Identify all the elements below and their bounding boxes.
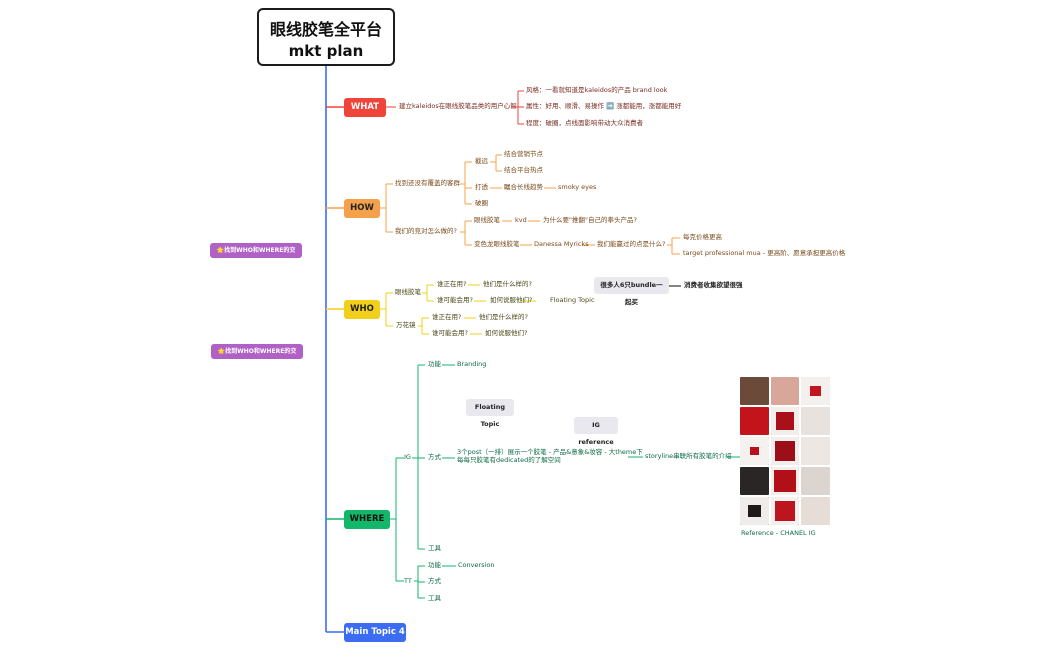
ref-photo: [740, 377, 769, 405]
ref-photo: [801, 497, 830, 525]
how-sub-platform[interactable]: 结合平台热点: [504, 166, 543, 174]
where-ig-storyline[interactable]: storyline串联所有胶笔的介绍: [645, 452, 732, 460]
how-r1-product[interactable]: 眼线胶笔: [474, 216, 500, 224]
ref-photo: [801, 437, 830, 465]
side-tag-1[interactable]: 🌟找到WHO和WHERE的交集: [210, 243, 302, 269]
who-product-1[interactable]: 眼线胶笔: [395, 288, 421, 296]
how-sub-marketing[interactable]: 结合营销节点: [504, 150, 543, 158]
how-item-jieyuan[interactable]: 截远: [475, 157, 488, 165]
how-branch-2[interactable]: 我们的竞对怎么做的?: [395, 227, 457, 235]
ref-photo: [770, 467, 800, 495]
ref-photo: [770, 407, 800, 435]
where-ig[interactable]: IG: [404, 453, 411, 461]
side-tag-2[interactable]: 🌟找到WHO和WHERE的交集: [211, 344, 303, 370]
where-tt-conversion[interactable]: Conversion: [458, 561, 495, 569]
how-item-poquan[interactable]: 破圈: [475, 199, 488, 207]
ref-photo: [801, 377, 830, 405]
where-tt-way[interactable]: 方式: [428, 577, 441, 585]
topic-who[interactable]: WHO: [344, 300, 380, 319]
where-ig-way-desc-2[interactable]: 每每只胶笔有dedicated的了解空间: [457, 456, 561, 464]
who-bundle-note[interactable]: 消费者收集欲望很强: [684, 281, 743, 289]
how-r2-brand[interactable]: Danessa Myricks: [534, 240, 589, 248]
chanel-ig-reference-gallery[interactable]: [740, 377, 830, 525]
ref-photo: [740, 467, 769, 495]
where-ig-tool[interactable]: 工具: [428, 544, 441, 552]
how-r2-sub-target[interactable]: target professional mua - 更高阶、愿意承担更高价格: [683, 249, 846, 257]
what-item-attribute[interactable]: 属性：好用、顺滑、易操作 ➡️ 涨都能用，涨都能用好: [526, 102, 682, 110]
who-p2-persuade[interactable]: 如何说服他们?: [485, 329, 528, 337]
where-ig-way[interactable]: 方式: [428, 453, 441, 461]
who-p2-current-user[interactable]: 谁正在用?: [432, 313, 462, 321]
where-ig-function[interactable]: 功能: [428, 360, 441, 368]
ref-photo: [801, 467, 830, 495]
what-item-style[interactable]: 风格：一看就知道是kaleidos的产品 brand look: [526, 86, 668, 94]
how-r1-kvd[interactable]: kvd: [515, 216, 527, 224]
topic-where[interactable]: WHERE: [344, 510, 390, 529]
ref-photo: [770, 377, 800, 405]
central-topic[interactable]: 眼线胶笔全平台 mkt plan: [257, 8, 395, 66]
central-topic-title: 眼线胶笔全平台: [269, 20, 382, 39]
who-p2-potential-user[interactable]: 谁可能会用?: [432, 329, 468, 337]
who-p1-current-desc[interactable]: 他们是什么样的?: [483, 280, 532, 288]
where-ig-branding[interactable]: Branding: [457, 360, 487, 368]
how-r2-product[interactable]: 变色龙眼线胶笔: [474, 240, 520, 248]
where-tt[interactable]: TT: [404, 577, 412, 585]
how-branch-1[interactable]: 找到还没有覆盖的客群: [395, 179, 460, 187]
who-product-2[interactable]: 万花镜: [396, 321, 416, 329]
floating-topic[interactable]: Floating Topic: [466, 399, 514, 428]
how-trend[interactable]: 瞩合长线趋势: [504, 183, 543, 191]
where-tt-tool[interactable]: 工具: [428, 594, 441, 602]
who-p1-current-user[interactable]: 谁正在用?: [437, 280, 467, 288]
how-r2-sub-price[interactable]: 每克价格更高: [683, 233, 722, 241]
how-item-datou[interactable]: 打透: [475, 183, 488, 191]
topic-what[interactable]: WHAT: [344, 98, 386, 117]
who-bundle-topic[interactable]: 很多人6只bundle一起买: [594, 277, 669, 306]
ref-photo: [770, 497, 800, 525]
ref-photo: [740, 407, 769, 435]
how-r1-question[interactable]: 为什么要"推翻"自己的拳头产品?: [543, 216, 637, 224]
central-topic-subtitle: mkt plan: [288, 42, 364, 60]
reference-caption: Reference - CHANEL IG: [741, 529, 816, 537]
what-main[interactable]: 建立kaleidos在眼线胶笔品类的用户心智: [399, 102, 517, 110]
ref-photo: [740, 497, 769, 525]
what-item-degree[interactable]: 程度：破圈，点线面影响带动大众消费者: [526, 119, 643, 127]
ref-photo: [770, 437, 800, 465]
where-ig-way-desc-1[interactable]: 3个post（一排）展示一个胶笔 - 产品&意象&妆容 - 大theme下: [457, 448, 643, 456]
who-p1-potential-user[interactable]: 谁可能会用?: [437, 296, 473, 304]
how-r2-question[interactable]: 我们能赢过的点是什么?: [597, 240, 666, 248]
ref-photo: [740, 437, 769, 465]
who-p2-current-desc[interactable]: 他们是什么样的?: [479, 313, 528, 321]
ig-reference-topic[interactable]: IG reference: [574, 417, 618, 446]
ref-photo: [801, 407, 830, 435]
who-p1-floating[interactable]: Floating Topic: [550, 296, 595, 304]
where-tt-function[interactable]: 功能: [428, 561, 441, 569]
topic-how[interactable]: HOW: [344, 199, 380, 218]
who-p1-persuade[interactable]: 如何说服他们?: [490, 296, 533, 304]
topic-main4[interactable]: Main Topic 4: [344, 623, 406, 642]
how-smoky-eyes[interactable]: smoky eyes: [558, 183, 597, 191]
